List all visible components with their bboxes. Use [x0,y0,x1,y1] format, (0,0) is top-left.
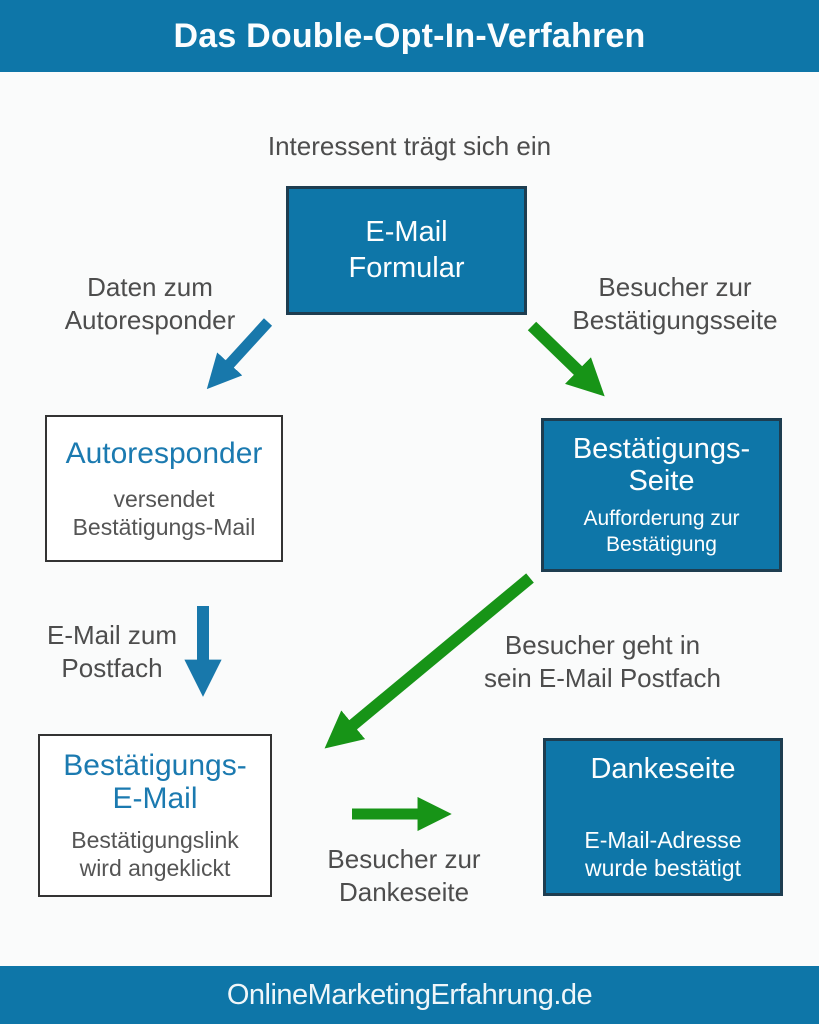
node-bestaetigungs-seite-title-line2: Seite [628,465,695,498]
intro-label: Interessent trägt sich ein [267,131,552,161]
node-bestaetigungs-email-subtitle: Bestätigungslink wird angeklickt [71,826,239,882]
node-bestaetigungs-email: Bestätigungs- E-Mail Bestätigungslink wi… [38,734,272,897]
edge-label-besucher-best-line2: Bestätigungsseite [572,305,778,336]
node-bestaetigungs-email-title-line1: Bestätigungs- [63,748,247,782]
edge-label-email-zum-postfach: E-Mail zum Postfach [28,619,196,686]
node-dankeseite-title: Dankeseite [590,753,736,786]
node-dankeseite-subtitle: E-Mail-Adresse wurde bestätigt [584,826,741,882]
header-bar: Das Double-Opt-In-Verfahren [0,0,819,72]
edge-label-email-postfach-line2: Postfach [61,653,163,684]
node-email-formular-title-line2: Formular [348,251,465,284]
edge-label-email-postfach-line1: E-Mail zum [46,620,177,650]
node-bestaetigungs-seite-title: Bestätigungs- Seite [573,433,750,499]
edge-label-besucher-postfach-line1: Besucher geht in [504,630,701,660]
node-dankeseite-subtitle-line2: wurde bestätigt [585,854,741,881]
footer-brand-text: OnlineMarketingErfahrung.de [226,978,593,1011]
edge-label-besucher-zur-bestaetigungsseite: Besucher zur Bestätigungsseite [553,271,797,338]
edge-label-daten-line1: Daten zum [87,272,213,302]
node-email-formular: E-Mail Formular [286,186,527,315]
node-bestaetigungs-email-subtitle-line1: Bestätigungslink [71,827,239,854]
footer-bar: OnlineMarketingErfahrung.de [0,966,819,1024]
node-bestaetigungs-seite: Bestätigungs- Seite Aufforderung zur Bes… [541,418,782,572]
node-autoresponder: Autoresponder versendet Bestätigungs-Mai… [45,415,283,562]
node-email-formular-title: E-Mail Formular [348,215,464,286]
node-bestaetigungs-seite-title-line1: Bestätigungs- [572,432,751,465]
node-autoresponder-title: Autoresponder [65,436,263,470]
node-autoresponder-subtitle-line1: versendet [113,486,215,513]
node-dankeseite: Dankeseite E-Mail-Adresse wurde bestätig… [543,738,783,896]
node-bestaetigungs-email-subtitle-line2: wird angeklickt [79,855,231,882]
edge-label-besucher-danke-line1: Besucher zur [327,844,481,874]
edge-label-besucher-zur-dankeseite: Besucher zur Dankeseite [305,843,503,910]
node-bestaetigungs-seite-subtitle-line1: Aufforderung zur [583,507,740,531]
page-title: Das Double-Opt-In-Verfahren [173,16,646,55]
edge-label-daten-line2: Autoresponder [64,305,236,336]
node-bestaetigungs-email-title-line2: E-Mail [112,782,198,816]
edge-label-besucher-geht-postfach: Besucher geht in sein E-Mail Postfach [455,629,750,696]
node-autoresponder-subtitle-line2: Bestätigungs-Mail [72,514,256,541]
node-email-formular-title-line1: E-Mail [365,216,448,249]
node-bestaetigungs-seite-subtitle-line2: Bestätigung [606,532,717,556]
node-autoresponder-subtitle: versendet Bestätigungs-Mail [73,485,256,541]
edge-label-besucher-postfach-line2: sein E-Mail Postfach [484,663,721,694]
node-bestaetigungs-seite-subtitle: Aufforderung zur Bestätigung [583,506,739,557]
edge-label-daten-zum-autoresponder: Daten zum Autoresponder [35,271,265,338]
node-dankeseite-subtitle-line1: E-Mail-Adresse [584,826,742,853]
edge-label-besucher-danke-line2: Dankeseite [338,877,470,908]
node-bestaetigungs-email-title: Bestätigungs- E-Mail [63,749,246,817]
edge-label-besucher-best-line1: Besucher zur [598,272,752,302]
